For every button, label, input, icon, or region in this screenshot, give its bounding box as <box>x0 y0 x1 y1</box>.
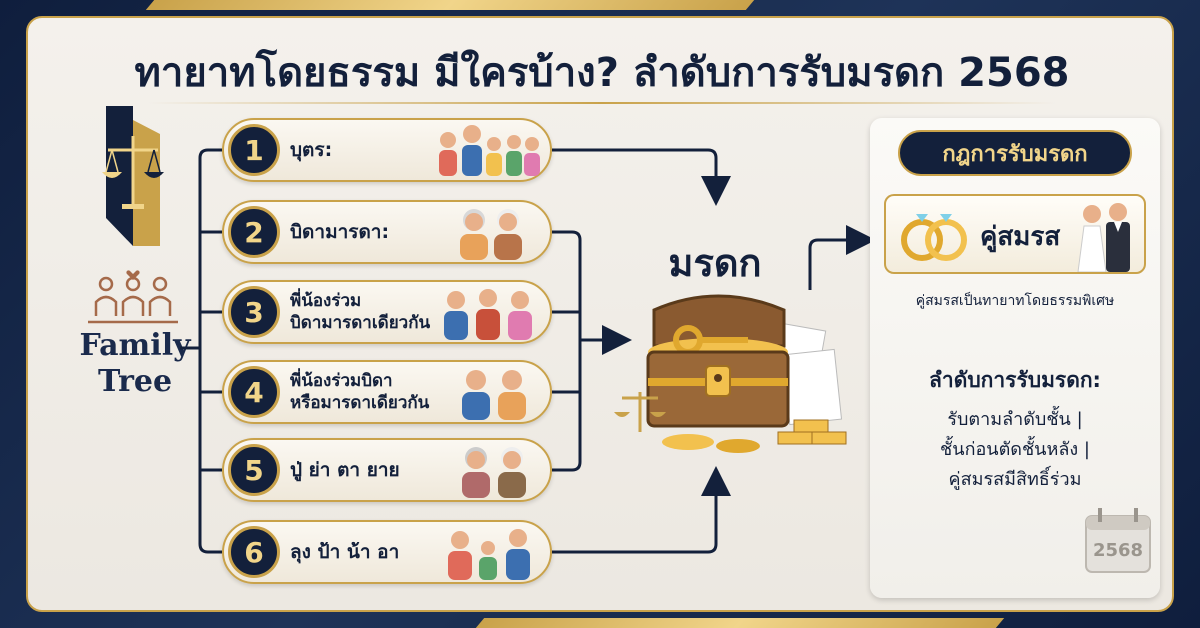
brand-line-1: Family <box>79 328 191 363</box>
title-divider <box>148 102 1056 104</box>
order-line-3: คู่สมรสมีสิทธิ์ร่วม <box>948 469 1082 490</box>
heir-row-parents: 2 บิดามารดา: <box>222 200 552 264</box>
heir-number: 4 <box>228 366 280 418</box>
heir-row-full-siblings: 3 พี่น้องร่วม บิดามารดาเดียวกัน <box>222 280 552 344</box>
infographic-card: ทายาทโดยธรรม มีใครบ้าง? ลำดับการรับมรดก … <box>26 16 1174 612</box>
bottom-gold-stripe <box>475 618 1005 628</box>
heir-label-line-2: บิดามารดาเดียวกัน <box>290 313 431 333</box>
spouse-label: คู่สมรส <box>980 222 1061 252</box>
top-gold-stripe <box>145 0 755 10</box>
order-heading: ลำดับการรับมรดก: <box>929 368 1101 392</box>
brand-line-2: Tree <box>97 364 173 399</box>
heir-label-line-1: พี่น้องร่วมบิดา <box>290 371 393 391</box>
family-tree-icon <box>88 270 178 324</box>
relatives-icon <box>448 529 530 580</box>
order-line-2: ชั้นก่อนตัดชั้นหลัง | <box>940 439 1090 460</box>
order-line-1: รับตามลำดับชั้น | <box>947 409 1083 430</box>
calendar-icon: 2568 <box>1085 508 1151 573</box>
heir-row-children: 1 บุตร: <box>222 118 552 182</box>
heir-row-half-siblings: 4 พี่น้องร่วมบิดา หรือมารดาเดียวกัน <box>222 360 552 424</box>
family-children-icon <box>439 125 540 176</box>
heir-row-uncles-aunts: 6 ลุง ป้า น้า อา <box>222 520 552 584</box>
calendar-year: 2568 <box>1093 540 1143 561</box>
heir-label-line-1: พี่น้องร่วม <box>290 291 362 311</box>
heir-label: ปู่ ย่า ตา ยาย <box>290 459 400 481</box>
scales-of-justice-icon <box>102 106 164 246</box>
treasure-chest-icon <box>614 294 847 453</box>
siblings-icon <box>444 289 532 340</box>
estate-heading: มรดก <box>668 241 762 285</box>
heir-number: 2 <box>228 206 280 258</box>
heir-number: 3 <box>228 286 280 338</box>
parents-icon <box>460 209 522 260</box>
brand-logo-text: Family Tree <box>50 328 220 400</box>
spouse-note: คู่สมรสเป็นทายาทโดยธรรมพิเศษ <box>915 293 1115 309</box>
heir-label: บิดามารดา: <box>290 221 390 243</box>
half-siblings-icon <box>462 370 526 420</box>
spouse-card: คู่สมรส <box>884 194 1146 274</box>
inheritance-rules-panel: กฎการรับมรดก คู่สมรส คู่สมรสเป็นทายาทโดย… <box>870 118 1160 598</box>
heir-row-grandparents: 5 ปู่ ย่า ตา ยาย <box>222 438 552 502</box>
rules-heading: กฎการรับมรดก <box>898 130 1132 176</box>
page-title: ทายาทโดยธรรม มีใครบ้าง? ลำดับการรับมรดก … <box>134 50 1070 96</box>
heir-label: ลุง ป้า น้า อา <box>290 541 400 563</box>
heir-label: พี่น้องร่วม บิดามารดาเดียวกัน <box>290 282 465 342</box>
heir-label-line-2: หรือมารดาเดียวกัน <box>290 393 430 413</box>
heir-label: บุตร: <box>290 139 333 161</box>
grandparents-icon <box>462 447 526 498</box>
heir-number: 1 <box>228 124 280 176</box>
wedding-rings-icon <box>901 214 967 261</box>
heir-number: 5 <box>228 444 280 496</box>
bride-and-groom-icon <box>1077 203 1130 272</box>
heir-label: พี่น้องร่วมบิดา หรือมารดาเดียวกัน <box>290 362 465 422</box>
heir-number: 6 <box>228 526 280 578</box>
